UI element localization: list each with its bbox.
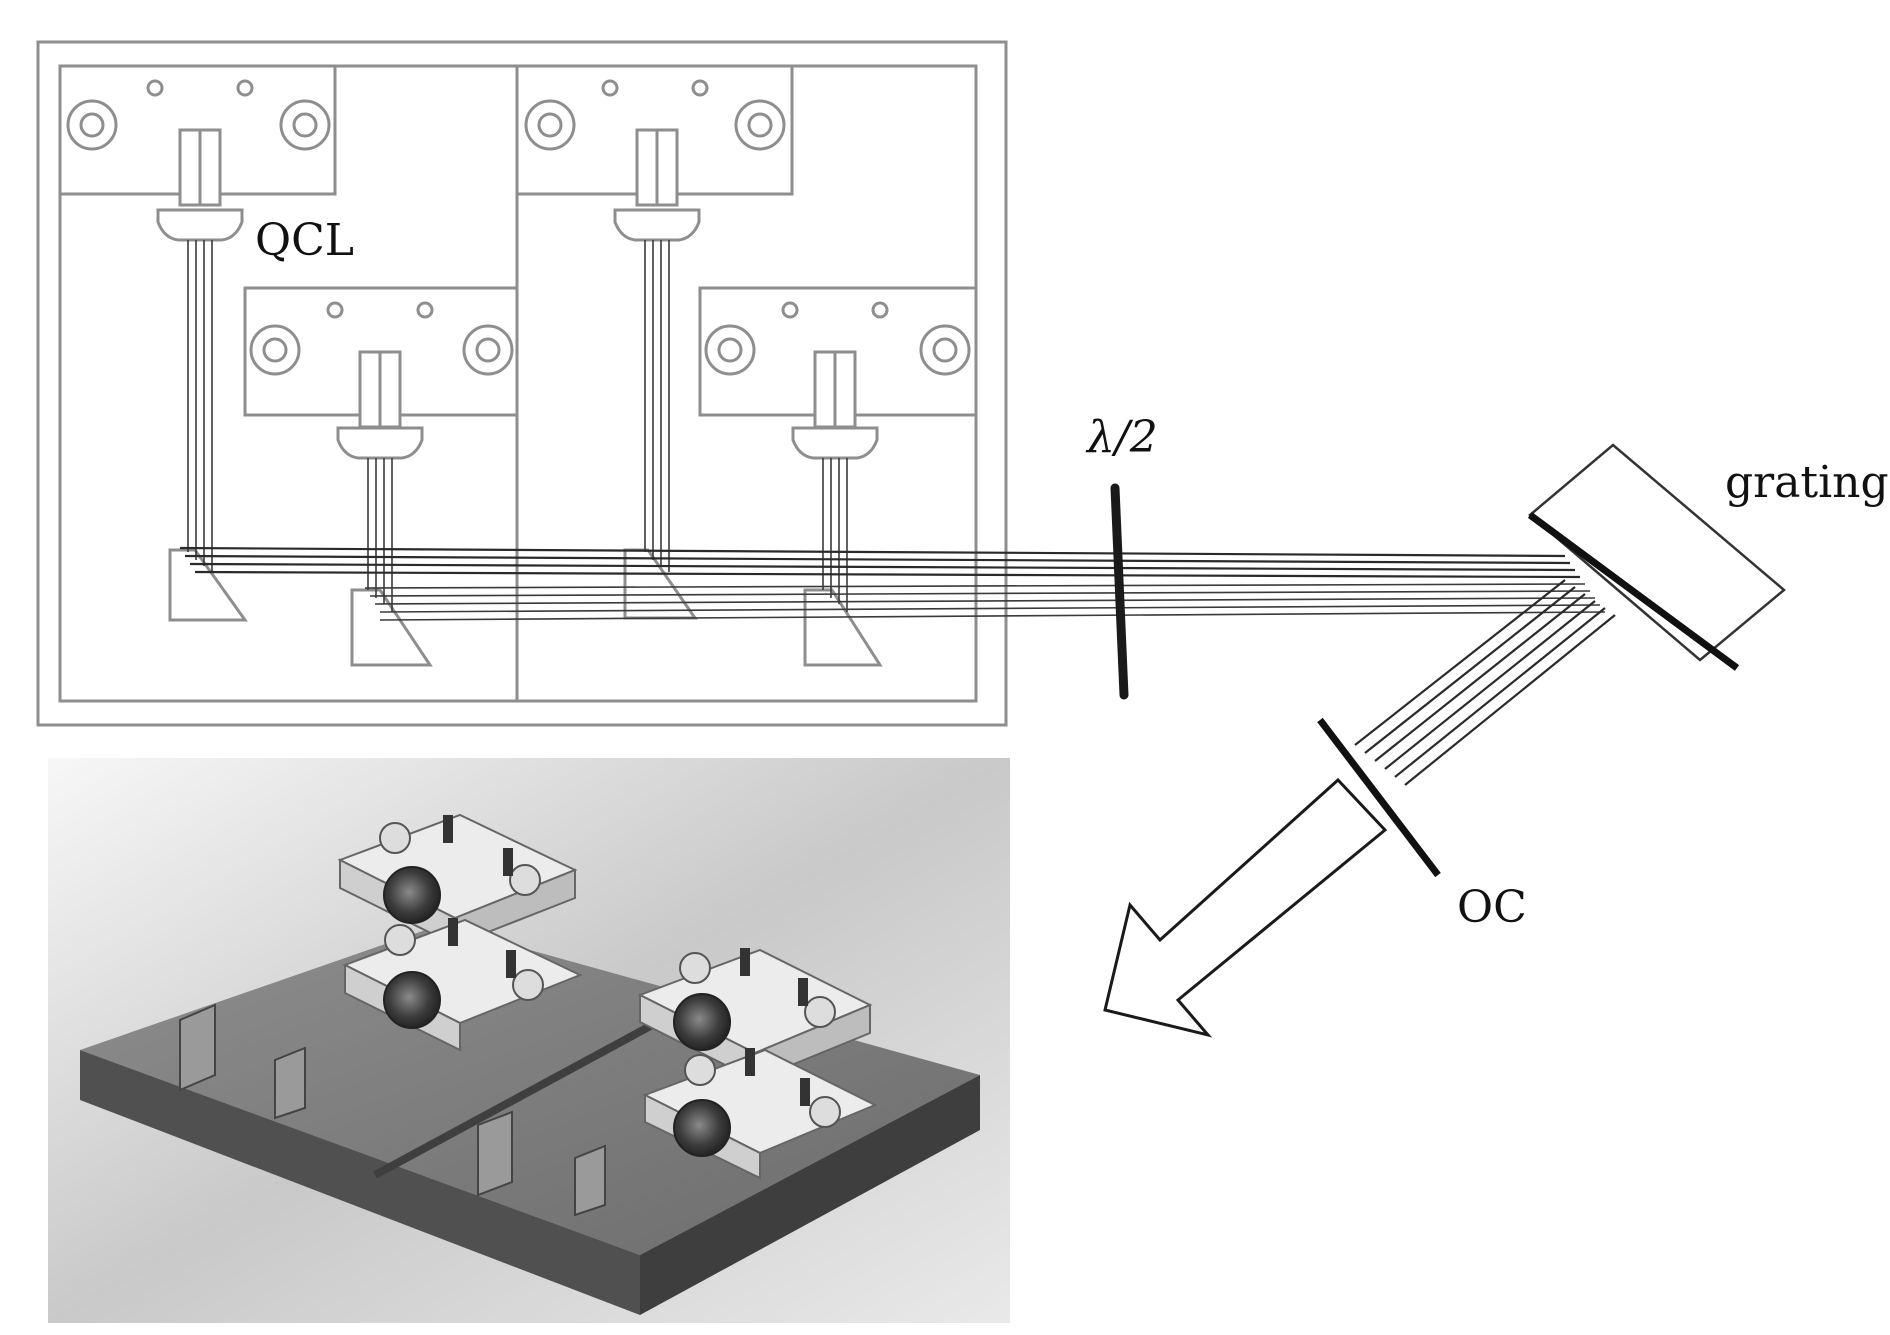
output-coupler	[1317, 717, 1441, 878]
laser-mount-3	[515, 64, 794, 242]
laser-mount-1	[58, 64, 337, 242]
combined-beams	[179, 546, 1606, 621]
render-mount-2	[342, 918, 583, 1052]
label-output-coupler: OC	[1457, 882, 1527, 933]
render-mount-4	[642, 1048, 878, 1180]
diffracted-beams	[1354, 579, 1616, 786]
grating	[1527, 443, 1786, 671]
outer-frame	[36, 40, 1008, 727]
render-3d-view	[48, 758, 1010, 1323]
label-half-wave-plate: λ/2	[1085, 412, 1158, 463]
label-qcl: QCL	[255, 215, 354, 266]
laser-mount-4	[698, 286, 978, 460]
schematic-top-view	[36, 40, 1786, 1038]
output-beam-arrow	[1103, 777, 1388, 1038]
half-wave-plate	[1110, 483, 1129, 700]
label-grating: grating	[1725, 457, 1889, 508]
render-mount-3	[637, 948, 873, 1082]
laser-mount-2	[243, 286, 519, 460]
fold-prism-3	[623, 548, 698, 620]
fold-prism-1	[168, 548, 248, 622]
render-prisms	[179, 1003, 606, 1217]
fold-prism-2	[350, 588, 433, 667]
vertical-beams	[187, 240, 848, 612]
